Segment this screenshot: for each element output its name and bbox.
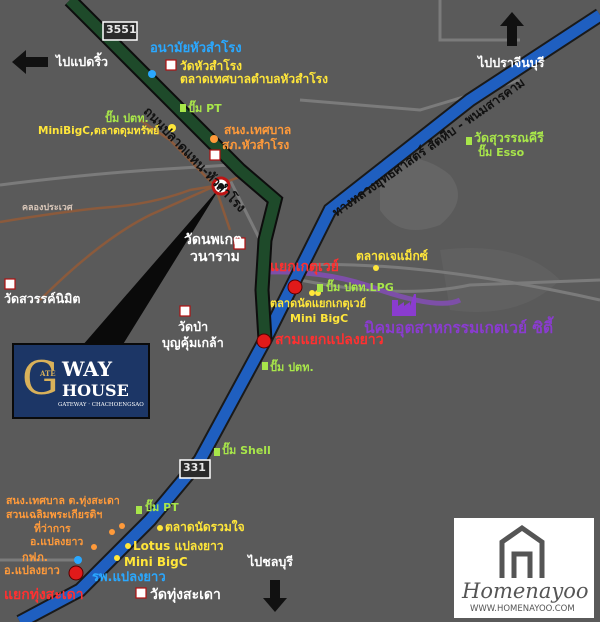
suan-chalerm-label: สวนเฉลิมพระเกียรติฯ	[6, 509, 103, 521]
route-shield-331	[179, 459, 211, 479]
pump-esso-label: ปั๊ม Esso	[478, 146, 525, 159]
route-331-label: 331	[183, 461, 206, 474]
direction-south: ไปชลบุรี	[248, 554, 294, 569]
project-location-marker	[211, 176, 231, 196]
pump-ptt-label: ปั๊ม ปตท.	[105, 112, 149, 125]
junction-kate-marker	[287, 279, 303, 295]
market-tambon-label: ตลาดเทศบาลตำบลหัวสำโรง	[180, 72, 328, 86]
logo-ate: ATE	[40, 369, 56, 378]
terrain-shading	[380, 157, 560, 312]
arrow-west-icon	[12, 50, 48, 74]
road-green-inner	[66, 0, 282, 341]
logo-way: WAY	[62, 357, 112, 381]
mini-bigc-label: Mini BigC	[290, 312, 349, 325]
health-center-label: อนามัยหัวสำโรง	[150, 41, 242, 56]
industrial-estate-label: นิคมอุตสาหกรรมเกตเวย์ ซิตี้	[364, 319, 554, 337]
wanaram-label: วนาราม	[190, 249, 240, 265]
lotus-label: Lotus แปลงยาว	[133, 539, 224, 553]
pump-ptt-lpg-label: ปั๊ม ปตท.LPG	[326, 281, 394, 294]
pump-ptt2-label: ปั๊ม ปตท.	[270, 361, 314, 374]
talad-max-label: ตลาดเจแม็กซ์	[356, 249, 428, 263]
temple-icons	[4, 59, 246, 599]
wat-tungsadao-label: วัดทุ่งสะเดา	[150, 587, 221, 603]
arrow-north-icon	[500, 12, 524, 46]
factory-icon	[392, 294, 416, 316]
amphoe-plangyao2-label: อ.แปลงยาว	[4, 564, 60, 577]
bunkhum-label: บุญคุ้มเกล้า	[162, 335, 224, 350]
arrow-south-icon	[263, 580, 287, 612]
talad-nat-label: ตลาดนัดแยกเกตุเวย์	[270, 297, 367, 310]
talad-ruamjai-label: ตลาดนัดรวมใจ	[165, 520, 245, 534]
gas-pump-icons	[136, 104, 472, 514]
yaek-kate-label: แยกเกตุเวย์	[270, 259, 339, 275]
wat-suwan-label: วัดสุวรรณคีรี	[474, 130, 544, 145]
pump-shell-label: ปั๊ม Shell	[222, 444, 271, 457]
route-3551-label: 3551	[106, 23, 137, 36]
direction-north: ไปปราจีนบุรี	[478, 55, 545, 70]
watermark-brand: Homenayoo	[462, 579, 589, 603]
minibigc2-label: Mini BigC	[124, 555, 188, 569]
sam-yaek-label: สามแยกแปลงยาว	[275, 332, 384, 348]
canal-name: คลองประเวศ	[22, 203, 73, 213]
wat-noppakhet-label: วัดนพเกตุ	[184, 232, 243, 248]
kfp-label: กฟภ.	[22, 551, 48, 564]
logo-subtitle: GATEWAY · CHACHOENGSAO	[58, 402, 144, 408]
hospital-label: รพ.แปลงยาว	[92, 570, 166, 585]
pump-pt-label: ปั๊ม PT	[188, 102, 222, 115]
poi-dots	[74, 70, 379, 564]
junction-tungsadao-marker	[68, 565, 84, 581]
direction-west: ไปแปดริ้ว	[56, 54, 109, 69]
wat-sawan-label: วัดสวรรค์นิมิต	[4, 291, 81, 306]
police-huasamrong-label: สภ.หัวสำโรง	[222, 138, 290, 152]
project-pointer	[82, 186, 221, 346]
logo-house: HOUSE	[62, 381, 129, 400]
watermark-url: WWW.HOMENAYOO.COM	[470, 604, 575, 614]
junction-plangyao-marker	[256, 333, 272, 349]
pump-pt2-label: ปั๊ม PT	[145, 501, 179, 514]
minibigc-market-label: MiniBigC,ตลาดดุมทรัพย์	[38, 125, 160, 137]
amphoe-plangyao-label: อ.แปลงยาว	[30, 536, 84, 548]
yaek-tungsadao-label: แยกทุ่งสะเดา	[4, 587, 84, 603]
route-shield-3551	[102, 21, 138, 41]
sanong-tungsadao-label: สนง.เทศบาล ต.ทุ่งสะเดา	[6, 495, 120, 507]
tiwakan-label: ที่ว่าการ	[34, 523, 71, 535]
wat-pa-label: วัดป่า	[178, 319, 209, 334]
logo-letter-g: G	[22, 351, 59, 405]
wat-huasamrong-label: วัดหัวสำโรง	[180, 59, 242, 73]
house-logo-icon	[499, 524, 545, 578]
homenayoo-watermark: Homenayoo WWW.HOMENAYOO.COM	[454, 518, 594, 618]
project-logo-box: G ATE WAY HOUSE GATEWAY · CHACHOENGSAO	[12, 343, 150, 419]
sanong-tesaban-label: สนง.เทศบาล	[224, 123, 292, 137]
